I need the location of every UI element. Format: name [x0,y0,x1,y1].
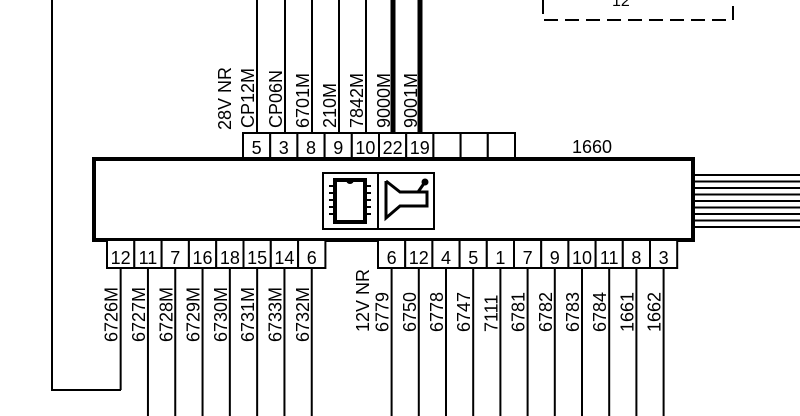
pin-number: 14 [274,248,294,268]
wire-label: 210M [320,83,340,128]
wire-label: 6783 [563,292,583,332]
wire-label: 6728M [156,287,176,342]
pin-number: 22 [383,138,403,158]
bottom-left-connector-pin: 11 [133,239,163,269]
wire-label: 9000M [374,73,394,128]
pin-number: 15 [247,248,267,268]
top-connector-pin [432,132,462,159]
pin-number: 19 [410,138,430,158]
pin-number: 18 [220,248,240,268]
bottom-right-connector-pin: 9 [540,239,570,269]
pin-number: 12 [111,248,131,268]
dashed-box-label: 12 [612,0,630,10]
wire-label: 6779 [373,292,393,332]
wire-label: 6782 [536,292,556,332]
pin-number: 12 [409,248,429,268]
bottom-right-connector-pin: 1 [485,239,515,269]
top-connector-pin [459,132,489,159]
bottom-right-connector-pin: 10 [567,239,597,269]
pin-number: 11 [139,248,158,268]
bottom-left-connector-pin: 7 [160,239,190,269]
pin-number: 7 [523,248,533,268]
top-connector-pin: 19 [405,132,435,159]
wire-label: 6730M [211,287,231,342]
component-reference: 1660 [572,137,612,157]
bottom-right-connector-pin: 6 [377,239,407,269]
top-connector-pin: 8 [296,132,326,159]
bottom-right-connector-pin: 7 [513,239,543,269]
pin-number: 3 [659,248,669,268]
bottom-left-connector-pin: 16 [187,239,218,269]
pin-number: 7 [170,248,180,268]
wire [51,0,121,391]
bottom-right-connector-pin: 5 [458,239,488,269]
wire-label: 6732M [293,287,313,342]
wire-label: 7842M [347,73,367,128]
top-connector-pin: 22 [378,132,408,159]
bottom-right-connector-pin: 3 [649,239,679,269]
bottom-right-connector-pin: 11 [594,239,624,269]
top-connector-pin: 9 [323,132,353,159]
wire-label: 6727M [129,287,149,342]
pin-number: 4 [441,248,451,268]
pin-number: 5 [252,138,262,158]
wire-label: 6784 [590,292,610,332]
bottom-left-connector-pin: 18 [215,239,245,269]
wire-label: CP06N [266,70,286,128]
wire-label: 6778 [427,292,447,332]
wire-label: 6747 [454,292,474,332]
top-connector-pin: 3 [269,132,299,159]
bottom-right-connector-pin: 4 [431,239,461,269]
bottom-left-connector-pin: 15 [242,239,272,269]
bottom-right-connector-pin: 12 [404,239,434,269]
pin-number: 6 [387,248,397,268]
wire-label: 6750 [400,292,420,332]
wire-label: 9001M [401,73,421,128]
wire-label: 6731M [238,287,258,342]
top-connector-pin [486,132,516,159]
wire-label: 6726M [102,287,122,342]
top-connector-pin: 10 [350,132,380,159]
pin-number: 8 [306,138,316,158]
wire-label: 1662 [645,292,665,332]
bottom-left-connector-pin: 14 [269,239,300,269]
wire-label: CP12M [238,68,258,128]
wire-label: 6701M [293,73,313,128]
wire-label: 1661 [617,292,637,332]
pin-number: 9 [333,138,343,158]
wires [51,0,800,416]
wire-label: 6781 [509,292,529,332]
pin-number: 1 [495,248,505,268]
integrated-circuit-icon [329,178,371,224]
component-icons [322,172,435,230]
pin-number: 5 [468,248,478,268]
bottom-right-connector-pin: 8 [621,239,651,269]
wire-label: 6729M [184,287,204,342]
bottom-left-connector-pin: 6 [297,239,327,269]
pin-number: 3 [279,138,289,158]
wire-label: 28V NR [215,67,235,130]
wire-label: 6733M [265,287,285,342]
horn-speaker-icon [384,178,429,222]
pin-number: 10 [572,248,592,268]
pin-number: 8 [631,248,641,268]
pin-number: 6 [307,248,317,268]
bottom-left-connector-pin: 12 [106,239,136,269]
wire-labels: CP12M CP06N 6701M 210M 7842M 9000M 9001M 28V NR… [102,67,665,342]
pin-number: 11 [600,248,619,268]
dashed-box [542,0,734,21]
pin-number: 9 [550,248,560,268]
pin-number: 10 [355,138,375,158]
top-connector-pin: 5 [242,132,272,159]
pin-number: 16 [193,248,213,268]
wire-label: 7111 [481,295,501,332]
wire-label: 12V NR [353,269,373,332]
